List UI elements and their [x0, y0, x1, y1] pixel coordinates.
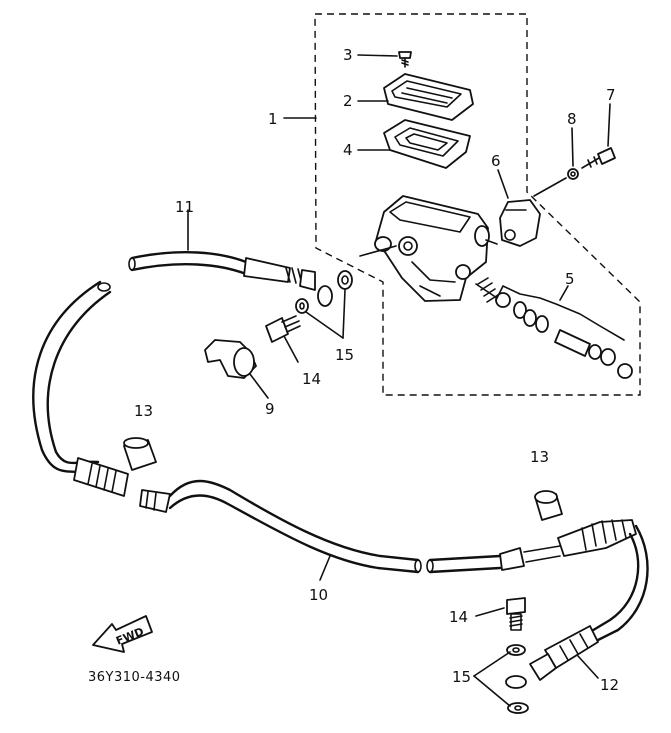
callout-8: 8 [567, 110, 577, 128]
callout-2: 2 [343, 92, 353, 110]
callout-6: 6 [491, 152, 501, 170]
part-boot-9 [204, 339, 257, 379]
part-piston-kit-5 [475, 277, 633, 379]
part-screw-3 [398, 51, 412, 68]
callout-10: 10 [309, 586, 328, 604]
part-union-bolt-14-lower [506, 597, 526, 631]
callout-15-upper: 15 [335, 346, 354, 364]
part-cap-2 [383, 73, 474, 121]
part-washers-15-lower [505, 644, 529, 714]
leader-lines [187, 54, 625, 707]
callout-4: 4 [343, 141, 353, 159]
callout-15-lower: 15 [452, 668, 471, 686]
assembly-boundary [314, 13, 641, 396]
callout-14-upper: 14 [302, 370, 321, 388]
part-grommet-13-right [534, 490, 563, 521]
callout-labels: 1 2 3 4 5 6 7 8 9 10 11 12 13 13 14 14 1… [134, 46, 619, 694]
part-washer-8 [567, 168, 579, 180]
part-hose-11 [128, 251, 333, 307]
callout-9: 9 [265, 400, 275, 418]
part-grommet-13-left [123, 437, 157, 471]
part-washers-15-upper [295, 270, 353, 314]
callout-13-right: 13 [530, 448, 549, 466]
part-hose-12 [529, 519, 649, 681]
callout-5: 5 [565, 270, 575, 288]
callout-12: 12 [600, 676, 619, 694]
diagram-code: 36Y310-4340 [88, 670, 181, 685]
part-hose-10 [32, 280, 561, 574]
part-union-bolt-14-upper [265, 315, 301, 343]
forward-direction-arrow: FWD [92, 615, 153, 653]
callout-1: 1 [268, 110, 278, 128]
callout-11: 11 [175, 198, 194, 216]
part-bolt-7 [581, 147, 616, 169]
callout-7: 7 [606, 86, 616, 104]
callout-14-lower: 14 [449, 608, 468, 626]
callout-13-left: 13 [134, 402, 153, 420]
part-holder-6 [499, 199, 541, 247]
part-master-cylinder-1 [374, 195, 498, 302]
callout-3: 3 [343, 46, 353, 64]
part-diaphragm-4 [383, 119, 471, 169]
